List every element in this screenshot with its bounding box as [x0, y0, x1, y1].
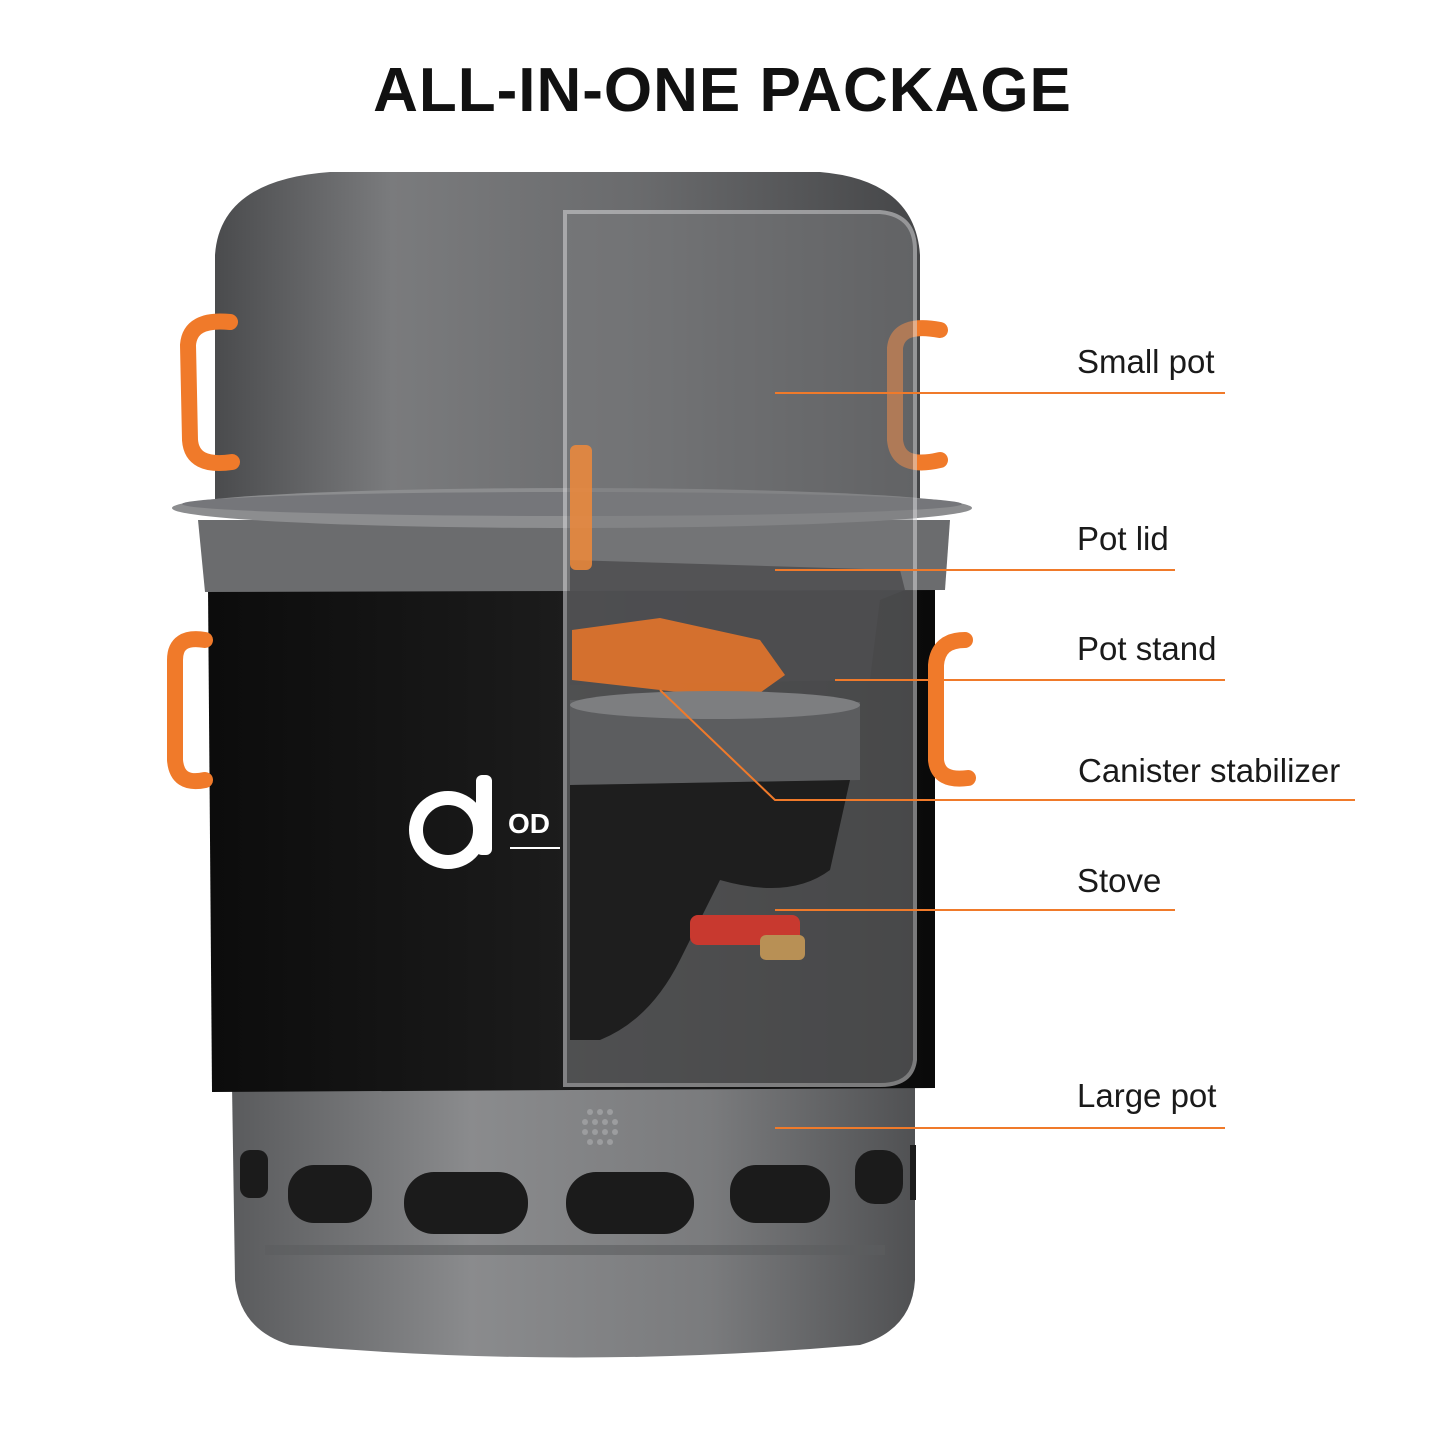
callout-pot-stand: Pot stand — [1077, 630, 1217, 667]
brand-wordmark: OD — [508, 808, 550, 839]
brand-logo — [409, 775, 560, 869]
callout-stove: Stove — [1077, 862, 1162, 899]
cutaway-window — [563, 210, 917, 1087]
callout-canister-stabilizer: Canister stabilizer — [1078, 752, 1341, 789]
callout-pot-lid: Pot lid — [1077, 520, 1169, 557]
leader-lines — [659, 392, 1355, 1129]
large-pot — [232, 1085, 916, 1358]
callout-small-pot: Small pot — [1077, 343, 1215, 380]
page-title: ALL-IN-ONE PACKAGE — [373, 56, 1072, 125]
callout-large-pot: Large pot — [1077, 1077, 1217, 1114]
